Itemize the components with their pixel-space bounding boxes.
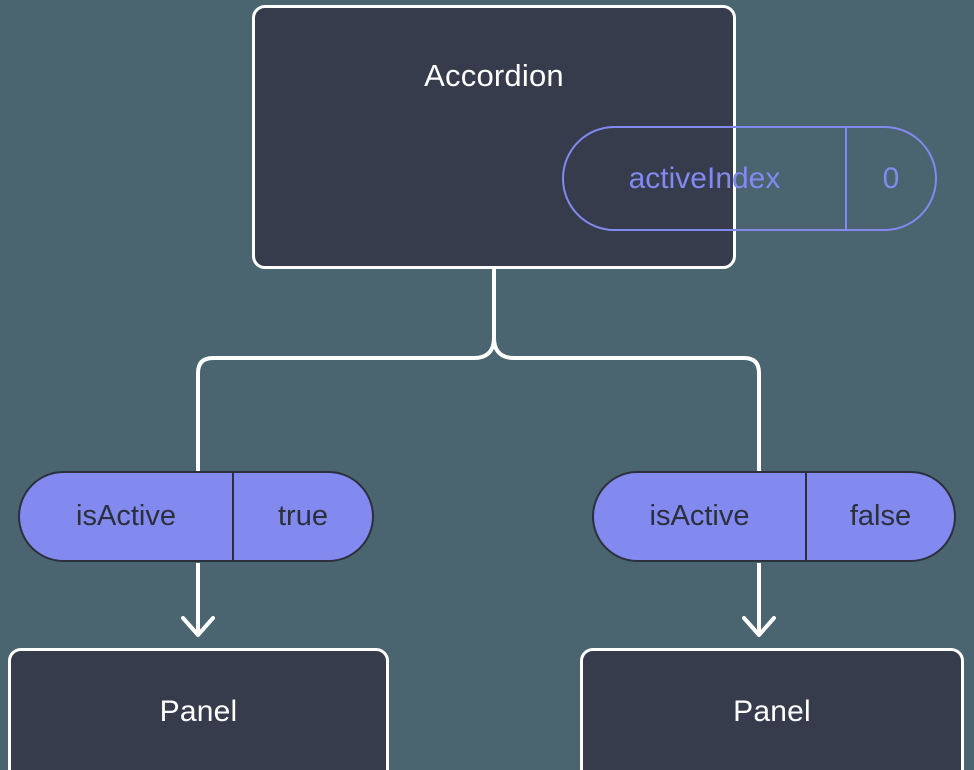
connector-fork-left [196, 336, 496, 473]
prop-pill-is-active-false[interactable]: isActive false [592, 471, 956, 562]
active-index-key-label: activeIndex [564, 128, 847, 229]
panel-title: Panel [733, 695, 811, 728]
active-index-value-label: 0 [882, 161, 900, 195]
arrow-head-left-icon [181, 616, 215, 637]
prop-pill-key-label: isActive [20, 473, 234, 560]
connector-fork-right [492, 336, 761, 473]
arrow-head-right-icon [742, 616, 776, 637]
prop-pill-value-label: true [278, 500, 328, 532]
panel-title: Panel [159, 695, 238, 728]
panel-component-node-right[interactable]: Panel [580, 648, 964, 770]
prop-pill-value-label: false [849, 500, 912, 532]
panel-component-node-left[interactable]: Panel [8, 648, 389, 770]
prop-pill-is-active-true[interactable]: isActive true [18, 471, 374, 562]
accordion-component-node[interactable]: Accordion activeIndex 0 [252, 5, 937, 269]
accordion-title: Accordion [424, 58, 564, 93]
prop-pill-key-label: isActive [594, 473, 807, 560]
active-index-state-badge[interactable]: activeIndex 0 [562, 126, 937, 231]
